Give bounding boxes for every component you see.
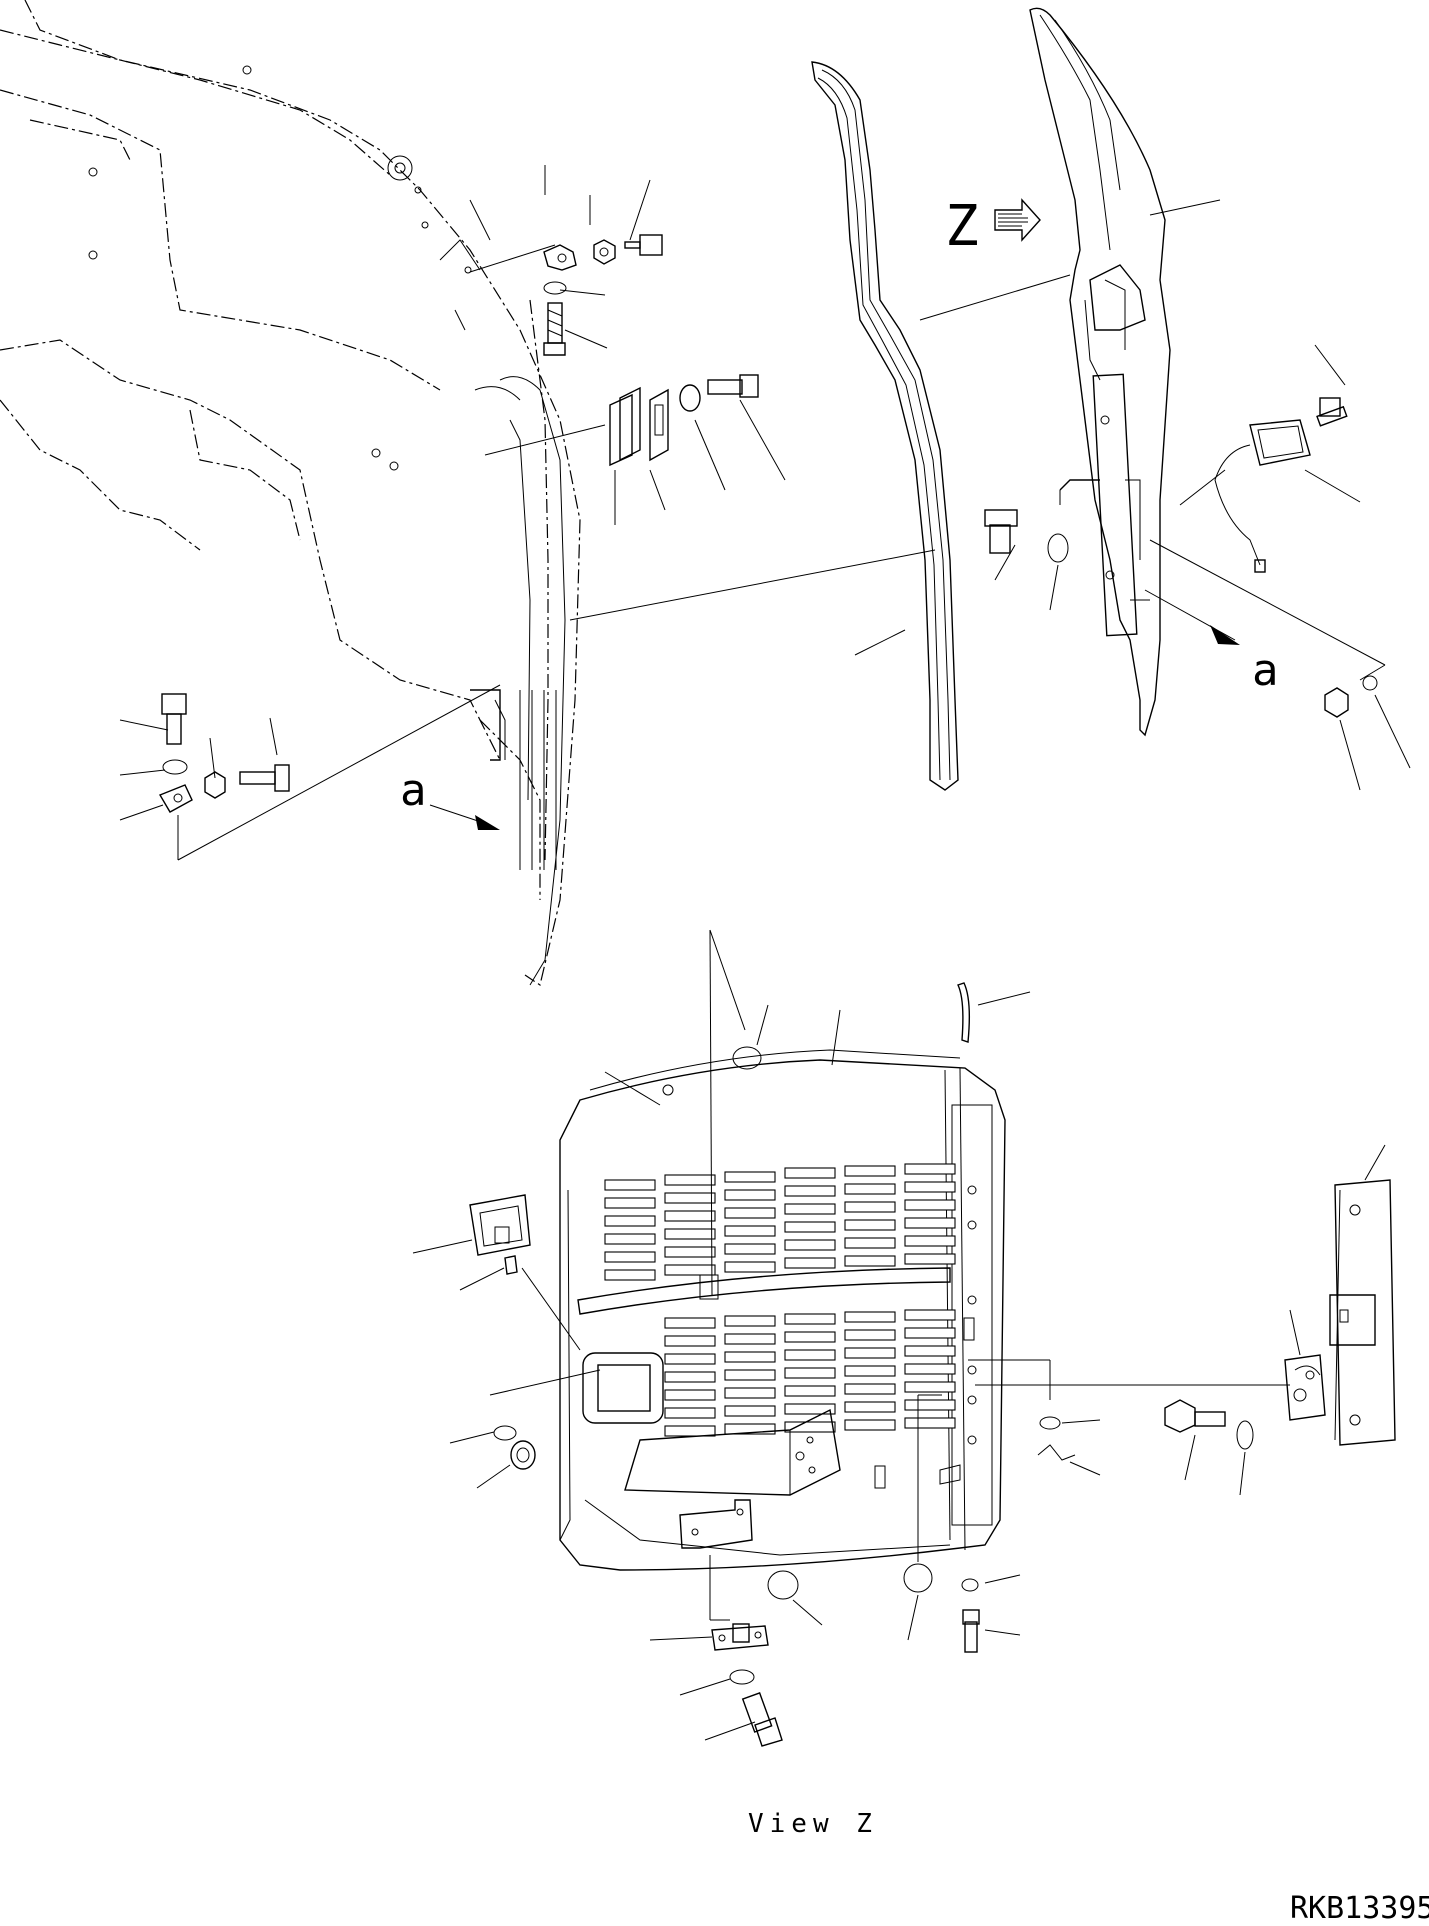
cab-frame-phantom [0,0,581,986]
detail-letter-a-left: a [400,765,427,816]
leader-lines-left [119,165,936,861]
vent-slots-upper [604,1163,956,1281]
view-z-arrow: Z [945,194,1221,259]
vent-slots-lower [664,1309,956,1437]
door-seal-gasket [811,61,1071,791]
leader-lines-lower [412,929,1396,1747]
fasteners-right-upper: a [984,344,1411,791]
drawing-number: RKB133950 [1290,1891,1429,1926]
view-letter-z: Z [945,194,979,259]
hatched-arrow-right-icon [994,198,1041,242]
view-caption: View Z [748,1809,878,1839]
fasteners-upper-center [543,234,759,467]
view-z-door-front [559,1049,1006,1571]
door-panel-side [1029,7,1171,737]
fasteners-lower-left [158,693,290,813]
detail-a-left: a [400,765,500,830]
detail-letter-a-right: a [1252,645,1279,696]
